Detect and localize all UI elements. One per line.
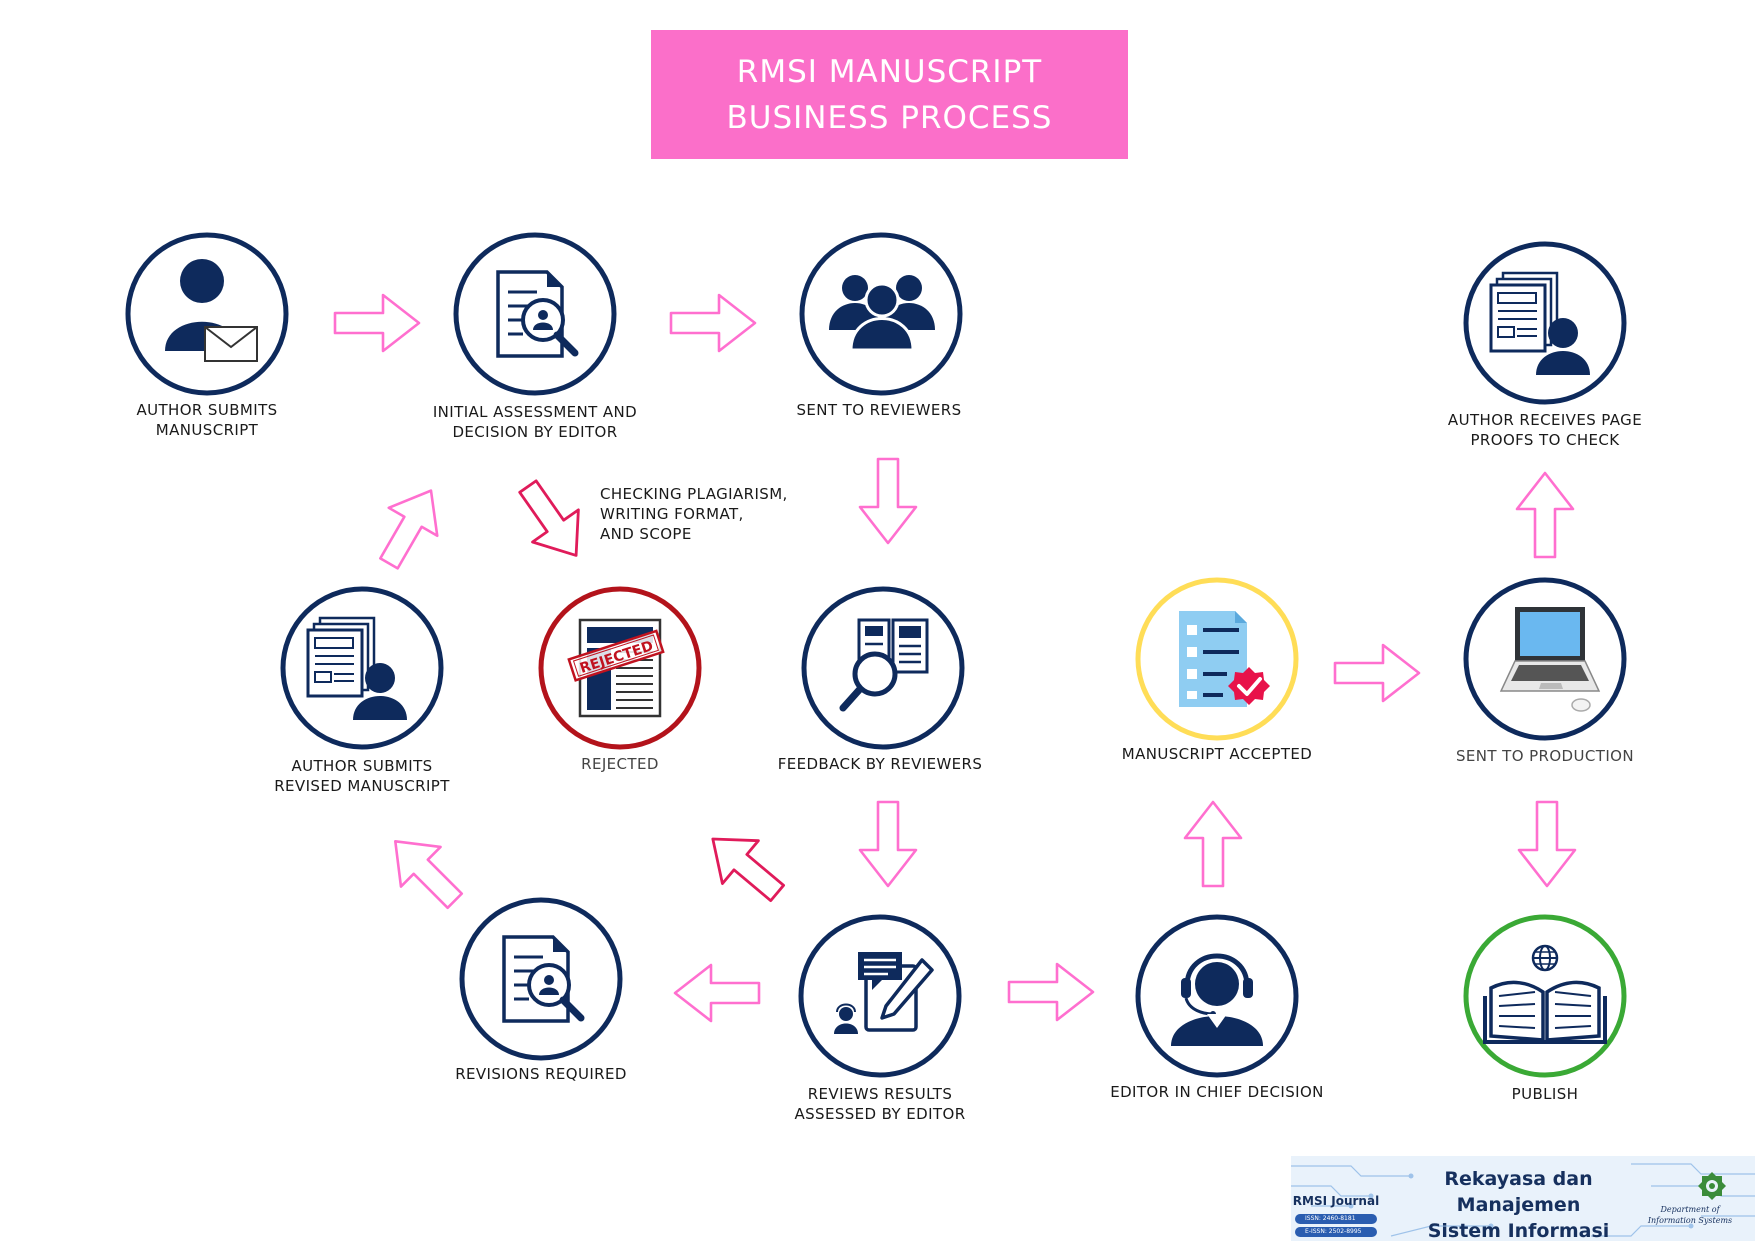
- journal-issn-online: E-ISSN: 2502-8995: [1295, 1227, 1377, 1237]
- arrow-reviewers-to-feedback: [858, 457, 918, 545]
- label-author-submits: AUTHOR SUBMITS MANUSCRIPT: [72, 400, 342, 440]
- label-initial-assessment: INITIAL ASSESSMENT AND DECISION BY EDITO…: [400, 402, 670, 442]
- label-production: SENT TO PRODUCTION: [1410, 746, 1680, 766]
- label-line: PROOFS TO CHECK: [1470, 431, 1620, 449]
- arrow-assessment-to-reviewers: [669, 293, 757, 353]
- label-feedback: FEEDBACK BY REVIEWERS: [745, 754, 1015, 774]
- journal-issn-print: ISSN: 2460-8181: [1295, 1214, 1377, 1224]
- checklist-check-icon: [1179, 611, 1270, 707]
- label-line: REJECTED: [581, 755, 659, 773]
- rejected-stamp-icon: REJECTED: [567, 618, 665, 718]
- journal-department: Department of Information Systems: [1646, 1204, 1734, 1226]
- node-author-submits: [125, 232, 289, 396]
- department-logo-icon: [1698, 1172, 1726, 1200]
- magnifier-papers-icon: [839, 618, 929, 712]
- label-line: AUTHOR SUBMITS: [291, 757, 433, 775]
- label-review-results: REVIEWS RESULTS ASSESSED BY EDITOR: [745, 1084, 1015, 1124]
- label-line: EDITOR IN CHIEF DECISION: [1110, 1083, 1324, 1101]
- arrow-assessment-to-rejected: [503, 469, 601, 573]
- arrow-results-to-editor-chief: [1007, 962, 1095, 1022]
- checking-note: CHECKING PLAGIARISM, WRITING FORMAT, AND…: [600, 484, 840, 544]
- arrow-production-to-proofs: [1515, 471, 1575, 559]
- label-revisions: REVISIONS REQUIRED: [406, 1064, 676, 1084]
- journal-dept-line-2: Information Systems: [1647, 1216, 1733, 1225]
- label-line: MANUSCRIPT ACCEPTED: [1121, 745, 1313, 763]
- user-envelope-icon: [165, 259, 258, 362]
- circuit-pattern: [1291, 1163, 1755, 1237]
- journal-title-line-1: Rekayasa dan Manajemen: [1444, 1168, 1593, 1216]
- documents-user-icon: [306, 616, 407, 720]
- headset-user-icon: [1171, 953, 1263, 1046]
- laptop-icon: [1499, 607, 1601, 712]
- label-sent-to-reviewers: SENT TO REVIEWERS: [744, 400, 1014, 420]
- label-line: ASSESSED BY EDITOR: [794, 1105, 966, 1123]
- journal-title-line-2: Sistem Informasi: [1427, 1220, 1610, 1241]
- arrow-revised-to-assessment: [363, 475, 457, 579]
- label-accepted: MANUSCRIPT ACCEPTED: [1082, 744, 1352, 764]
- arrow-production-to-publish: [1517, 800, 1577, 888]
- arrow-results-to-revisions: [673, 963, 761, 1023]
- group-icon: [829, 275, 935, 352]
- arrow-submit-to-assessment: [333, 293, 421, 353]
- label-line: REVISED MANUSCRIPT: [274, 777, 450, 795]
- note-line: WRITING FORMAT,: [600, 505, 744, 523]
- journal-dept-line-1: Department of: [1660, 1205, 1720, 1214]
- arrow-revisions-to-revised: [374, 820, 476, 922]
- open-book-globe-icon: [1483, 944, 1607, 1044]
- note-line: CHECKING PLAGIARISM,: [600, 485, 788, 503]
- label-line: REVIEWS RESULTS: [807, 1085, 953, 1103]
- title-banner: RMSI MANUSCRIPT BUSINESS PROCESS: [651, 30, 1128, 159]
- arrow-feedback-to-results: [858, 800, 918, 888]
- document-search-icon: [496, 270, 579, 358]
- label-line: INITIAL ASSESSMENT AND: [432, 403, 638, 421]
- label-line: PUBLISH: [1511, 1085, 1579, 1103]
- journal-title: Rekayasa dan Manajemen Sistem Informasi: [1386, 1166, 1651, 1241]
- label-line: REVISIONS REQUIRED: [455, 1065, 627, 1083]
- label-line: SENT TO REVIEWERS: [796, 401, 962, 419]
- arrow-accepted-to-production: [1333, 643, 1421, 703]
- label-line: DECISION BY EDITOR: [452, 423, 618, 441]
- title-line-1: RMSI MANUSCRIPT: [736, 53, 1043, 90]
- journal-banner: RMSI Journal ISSN: 2460-8181 E-ISSN: 250…: [1291, 1156, 1755, 1241]
- label-author-revised: AUTHOR SUBMITS REVISED MANUSCRIPT: [227, 756, 497, 796]
- label-line: SENT TO PRODUCTION: [1456, 747, 1634, 765]
- documents-user-icon: [1489, 271, 1590, 375]
- label-line: AUTHOR SUBMITS: [136, 401, 278, 419]
- label-editor-chief: EDITOR IN CHIEF DECISION: [1082, 1082, 1352, 1102]
- document-search-icon: [502, 935, 585, 1023]
- label-author-page-proofs: AUTHOR RECEIVES PAGE PROOFS TO CHECK: [1410, 410, 1680, 450]
- review-edit-icon: [834, 952, 934, 1034]
- label-line: FEEDBACK BY REVIEWERS: [777, 755, 983, 773]
- label-line: AUTHOR RECEIVES PAGE: [1447, 411, 1643, 429]
- arrow-editor-chief-to-accepted: [1183, 800, 1243, 888]
- title-line-2: BUSINESS PROCESS: [726, 99, 1053, 136]
- label-rejected: REJECTED: [485, 754, 755, 774]
- arrow-results-to-rejected: [693, 816, 797, 916]
- label-line: MANUSCRIPT: [155, 421, 259, 439]
- journal-name: RMSI Journal: [1292, 1194, 1380, 1208]
- label-publish: PUBLISH: [1410, 1084, 1680, 1104]
- note-line: AND SCOPE: [600, 525, 692, 543]
